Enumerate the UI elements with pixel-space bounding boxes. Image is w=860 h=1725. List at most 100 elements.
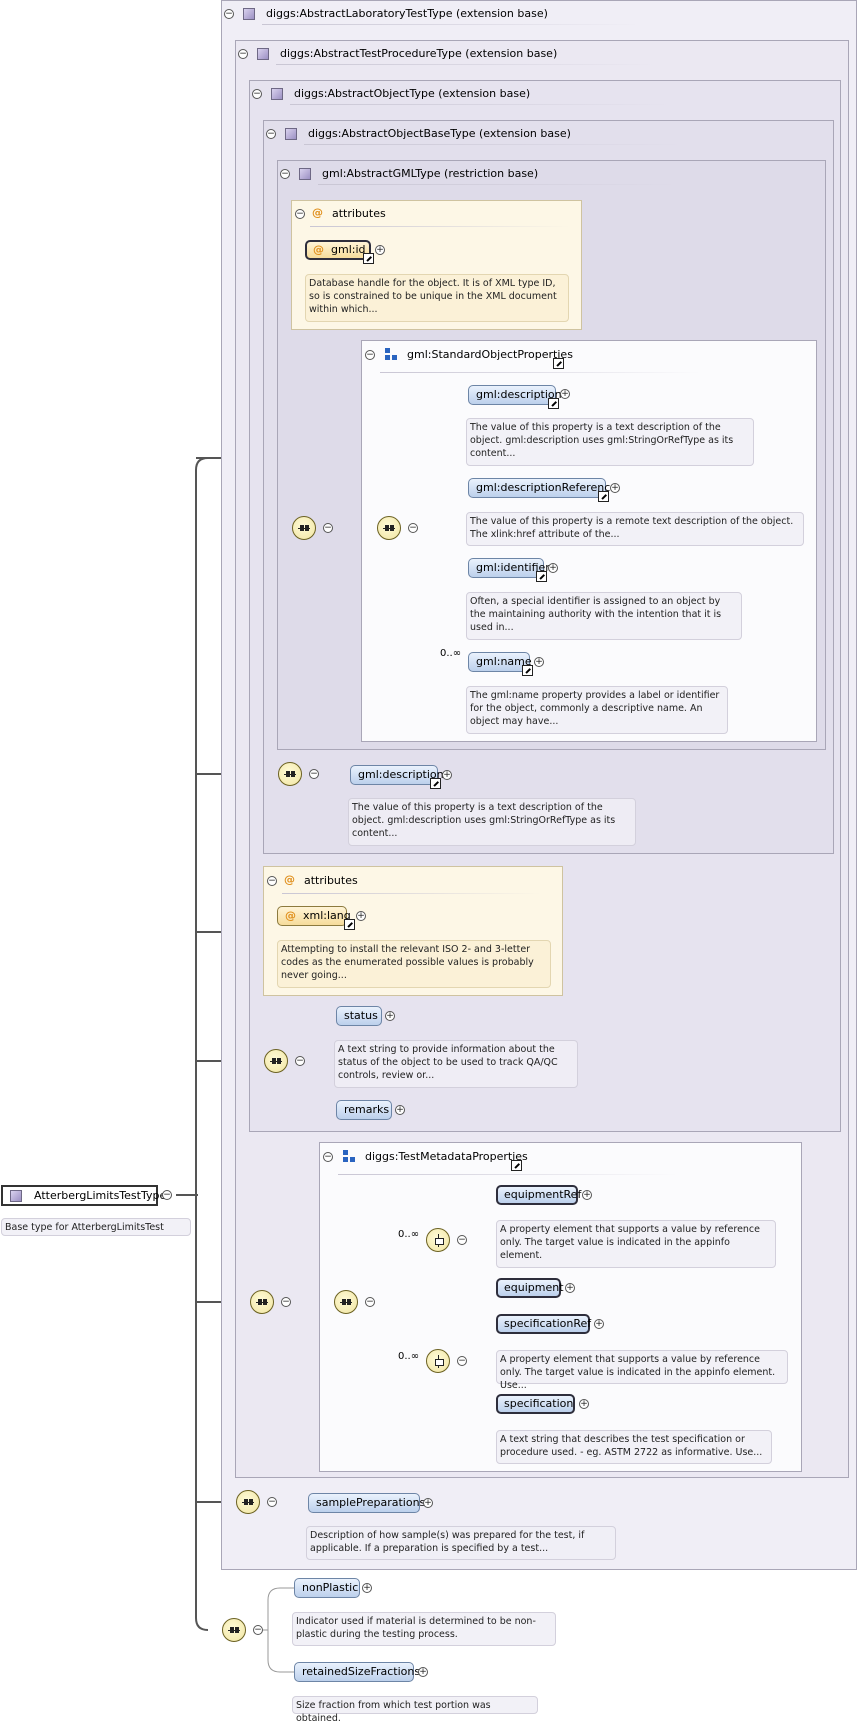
reference-arrow-icon[interactable] [430, 778, 441, 789]
attribute-icon: @ [312, 206, 323, 219]
element-equipment[interactable]: equipment [496, 1278, 564, 1298]
sequence-compositor-icon[interactable] [377, 516, 401, 540]
element-gml-identifier[interactable]: gml:identifier [468, 558, 550, 578]
collapse-toggle[interactable]: − [457, 1356, 467, 1366]
collapse-toggle[interactable]: − [323, 1152, 333, 1162]
collapse-toggle[interactable]: − [295, 1056, 305, 1066]
collapse-toggle[interactable]: − [238, 49, 248, 59]
element-documentation: A property element that supports a value… [496, 1350, 788, 1391]
element-label: status [344, 1009, 378, 1022]
collapse-toggle[interactable]: − [280, 169, 290, 179]
element-equipment-ref[interactable]: equipmentRef [496, 1185, 582, 1205]
element-label: gml:descriptionReference [476, 481, 618, 494]
divider [380, 372, 700, 373]
sequence-compositor-icon[interactable] [264, 1049, 288, 1073]
attribute-xml-lang[interactable]: @ xml:lang [277, 906, 351, 926]
element-non-plastic[interactable]: nonPlastic [294, 1578, 360, 1598]
collapse-toggle[interactable]: − [408, 523, 418, 533]
collapse-toggle[interactable]: − [295, 209, 305, 219]
element-specification-ref[interactable]: specificationRef [496, 1314, 592, 1334]
sequence-compositor-icon[interactable] [236, 1490, 260, 1514]
complex-type-icon [299, 168, 311, 180]
attribute-label: xml:lang [303, 909, 351, 922]
collapse-toggle[interactable]: − [267, 1497, 277, 1507]
element-gml-description[interactable]: gml:description [468, 385, 562, 405]
element-gml-description[interactable]: gml:description [350, 765, 444, 785]
expand-icon[interactable]: + [548, 563, 558, 573]
expand-icon[interactable]: + [418, 1667, 428, 1677]
root-documentation: Base type for AtterbergLimitsTest [1, 1218, 191, 1236]
expand-icon[interactable]: + [560, 389, 570, 399]
attribute-gml-id[interactable]: @ gml:id [305, 240, 371, 260]
collapse-toggle[interactable]: − [365, 1297, 375, 1307]
collapse-toggle[interactable]: − [252, 89, 262, 99]
element-documentation: The gml:name property provides a label o… [466, 686, 728, 734]
root-complex-type[interactable]: AtterbergLimitsTestType [1, 1185, 166, 1206]
element-specification[interactable]: specification [496, 1394, 575, 1414]
collapse-toggle[interactable]: − [253, 1625, 263, 1635]
complex-type-icon [10, 1190, 22, 1202]
complex-type-icon [271, 88, 283, 100]
collapse-toggle[interactable]: − [266, 129, 276, 139]
divider [318, 184, 678, 185]
expand-icon[interactable]: + [534, 657, 544, 667]
sequence-compositor-icon[interactable] [278, 762, 302, 786]
element-label: nonPlastic [302, 1581, 359, 1594]
element-remarks[interactable]: remarks [336, 1100, 392, 1120]
collapse-toggle[interactable]: − [267, 876, 277, 886]
complex-type-icon [285, 128, 297, 140]
reference-arrow-icon[interactable] [536, 571, 547, 582]
collapse-toggle[interactable]: − [309, 769, 319, 779]
reference-arrow-icon[interactable] [548, 398, 559, 409]
complex-type-icon [257, 48, 269, 60]
element-label: specificationRef [504, 1317, 592, 1330]
collapse-toggle[interactable]: − [365, 350, 375, 360]
type-title: diggs:AbstractLaboratoryTestType (extens… [266, 7, 548, 20]
sequence-compositor-icon[interactable] [292, 516, 316, 540]
element-retained-size-fractions[interactable]: retainedSizeFractions [294, 1662, 420, 1682]
element-documentation: Indicator used if material is determined… [292, 1612, 556, 1646]
reference-arrow-icon[interactable] [553, 358, 564, 369]
reference-arrow-icon[interactable] [598, 491, 609, 502]
expand-icon[interactable]: + [582, 1190, 592, 1200]
element-status[interactable]: status [336, 1006, 382, 1026]
expand-icon[interactable]: + [423, 1498, 433, 1508]
expand-icon[interactable]: + [442, 770, 452, 780]
expand-icon[interactable]: + [362, 1583, 372, 1593]
expand-icon[interactable]: + [579, 1399, 589, 1409]
choice-compositor-icon[interactable] [426, 1349, 450, 1373]
reference-arrow-icon[interactable] [344, 919, 355, 930]
collapse-toggle[interactable]: − [323, 523, 333, 533]
collapse-toggle[interactable]: − [457, 1235, 467, 1245]
expand-icon[interactable]: + [385, 1011, 395, 1021]
expand-icon[interactable]: + [594, 1319, 604, 1329]
reference-arrow-icon[interactable] [363, 253, 374, 264]
element-label: equipmentRef [504, 1188, 582, 1201]
expand-icon[interactable]: + [375, 245, 385, 255]
complex-type-icon [243, 8, 255, 20]
element-gml-name[interactable]: gml:name [468, 652, 532, 672]
expand-icon[interactable]: + [395, 1105, 405, 1115]
attribute-icon: @ [284, 873, 295, 886]
expand-icon[interactable]: + [565, 1283, 575, 1293]
attributes-title: attributes [332, 207, 386, 220]
expand-icon[interactable]: + [610, 483, 620, 493]
element-label: gml:description [358, 768, 444, 781]
element-documentation: A text string to provide information abo… [334, 1040, 578, 1088]
group-title: diggs:TestMetadataProperties [365, 1150, 528, 1163]
choice-compositor-icon[interactable] [426, 1228, 450, 1252]
collapse-toggle[interactable]: − [224, 9, 234, 19]
element-documentation: Often, a special identifier is assigned … [466, 592, 742, 640]
divider [276, 64, 656, 65]
expand-icon[interactable]: + [356, 911, 366, 921]
sequence-compositor-icon[interactable] [250, 1290, 274, 1314]
element-gml-description-reference[interactable]: gml:descriptionReference [468, 478, 617, 498]
collapse-toggle[interactable]: − [281, 1297, 291, 1307]
sequence-compositor-icon[interactable] [222, 1618, 246, 1642]
reference-arrow-icon[interactable] [511, 1160, 522, 1171]
collapse-toggle[interactable]: − [162, 1190, 172, 1200]
element-sample-preparations[interactable]: samplePreparations [308, 1493, 425, 1513]
sequence-compositor-icon[interactable] [334, 1290, 358, 1314]
element-label: gml:identifier [476, 561, 550, 574]
reference-arrow-icon[interactable] [522, 665, 533, 676]
